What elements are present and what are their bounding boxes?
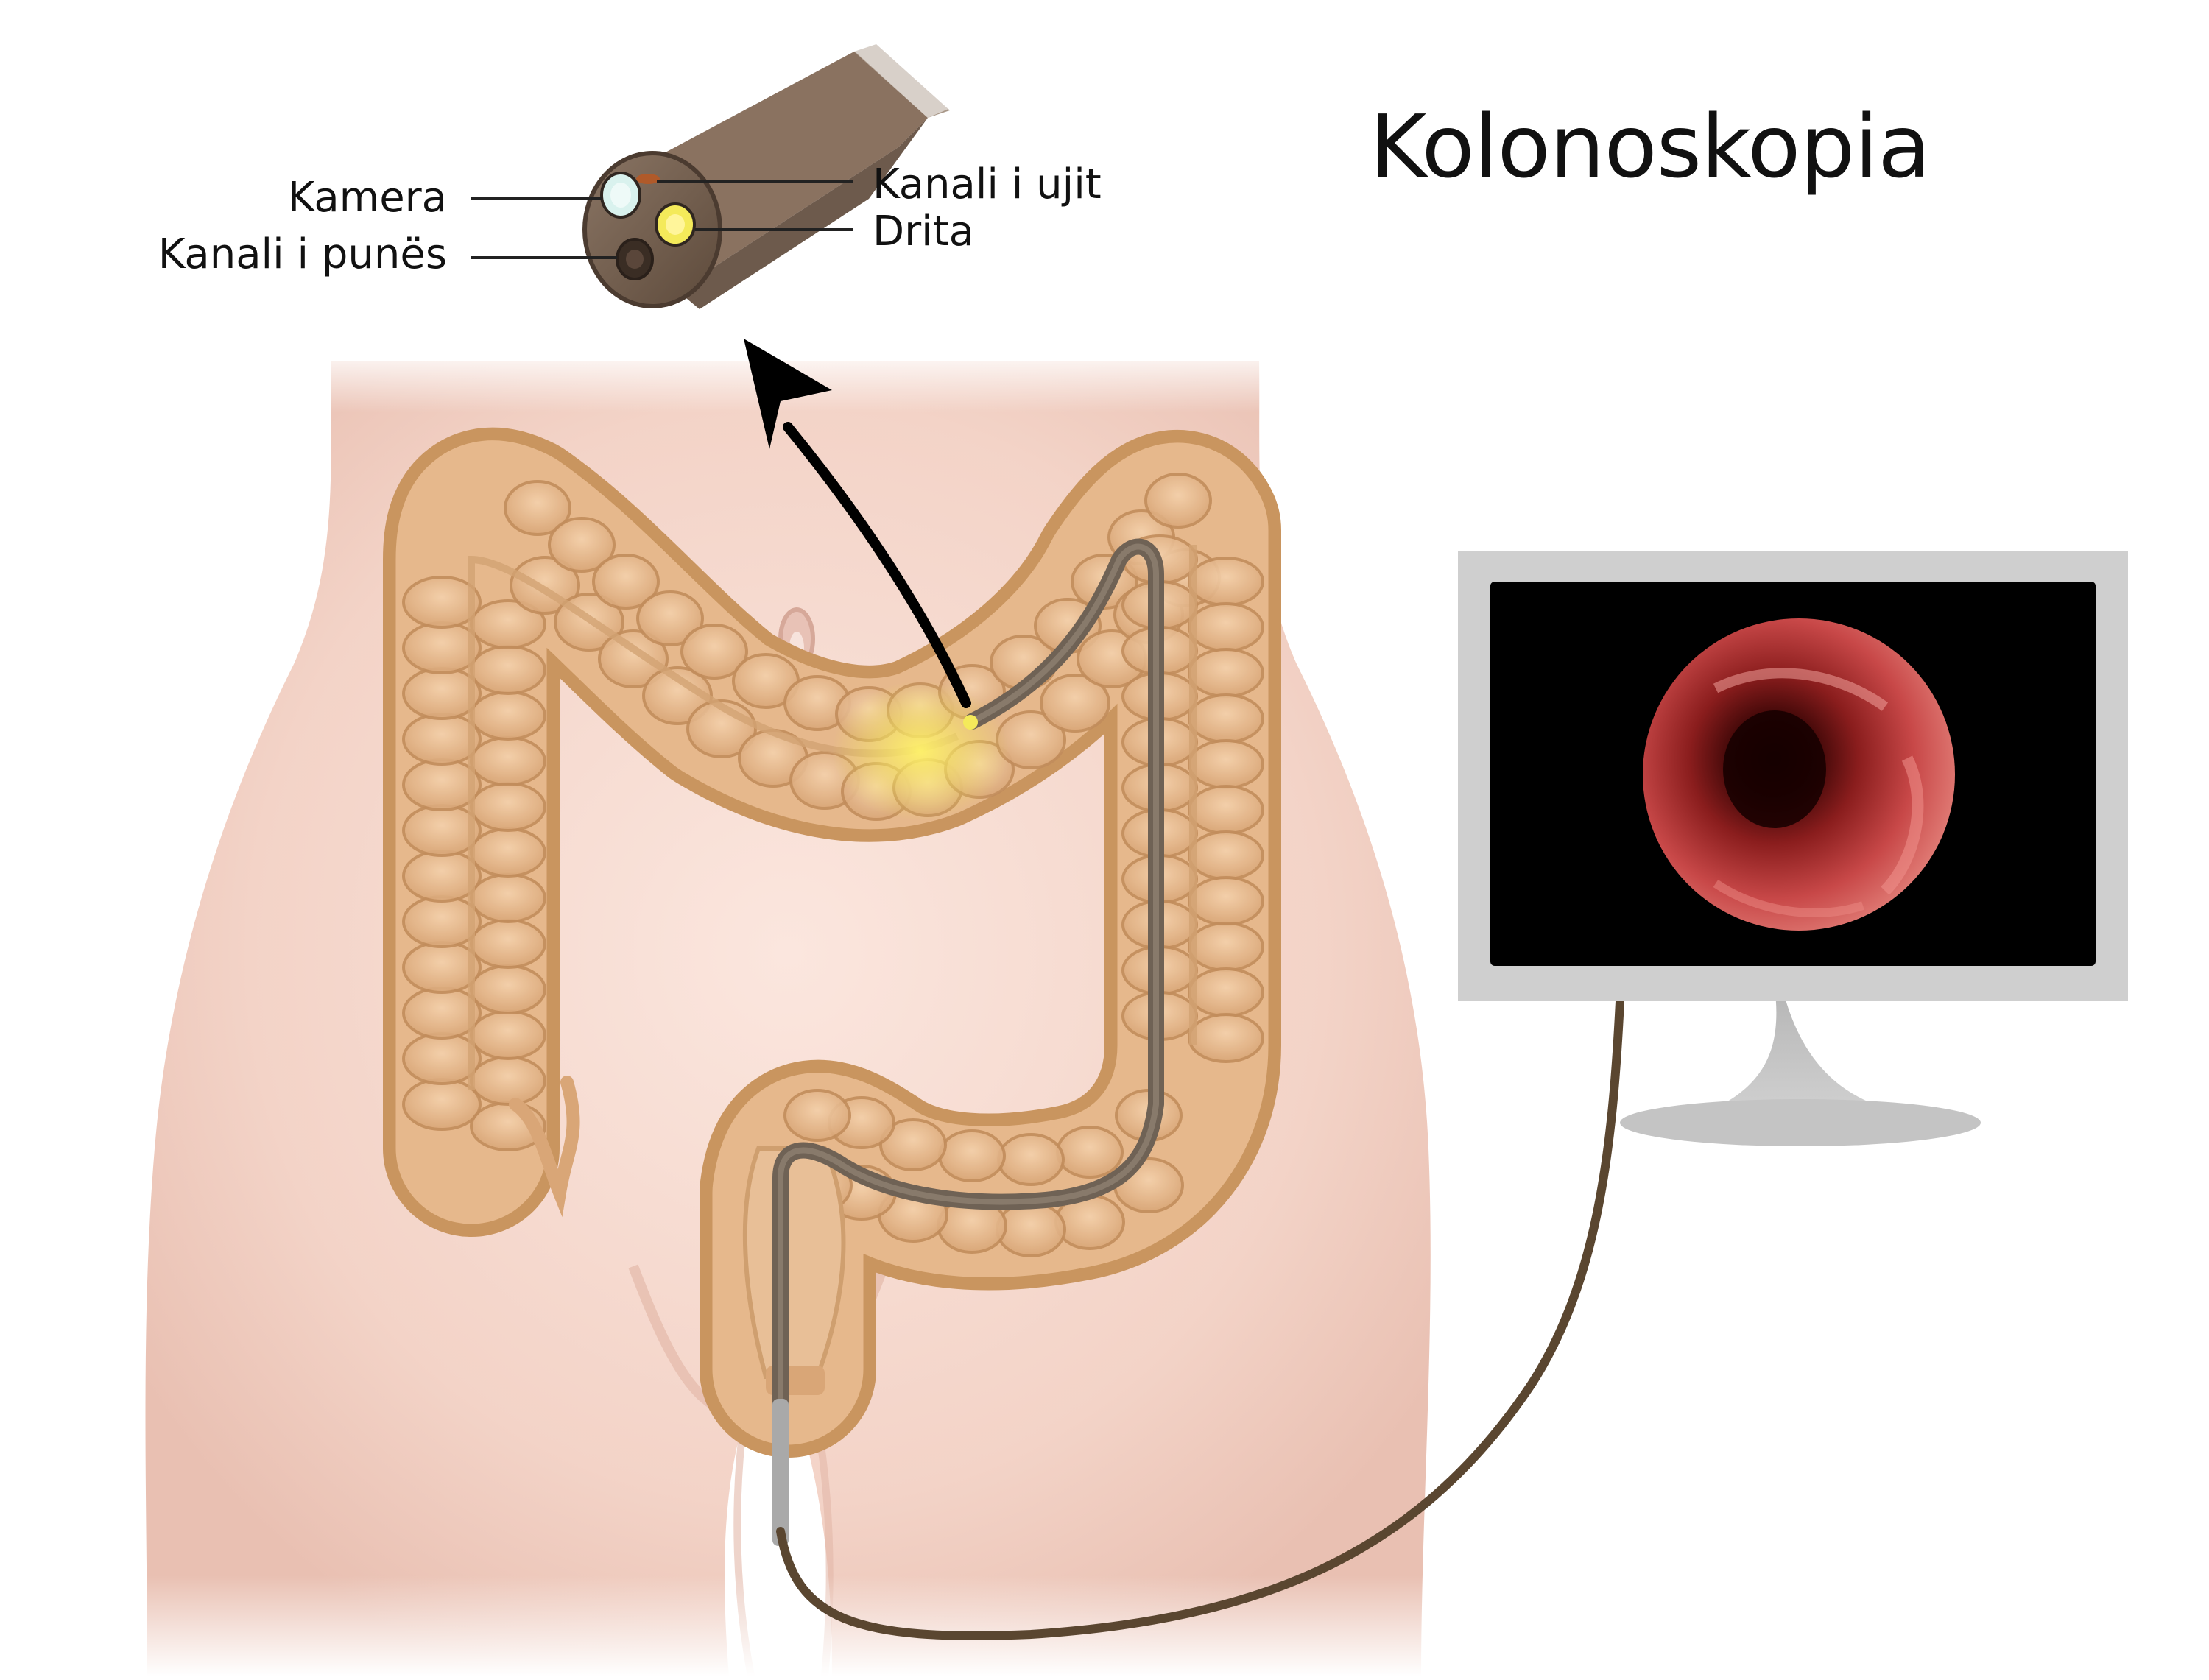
haustrum-segment bbox=[470, 1056, 546, 1106]
haustrum-segment bbox=[1188, 739, 1264, 789]
haustrum-segment bbox=[470, 827, 546, 878]
haustrum-segment bbox=[879, 1118, 947, 1171]
haustrum-segment bbox=[470, 691, 546, 741]
haustrum-segment bbox=[470, 964, 546, 1014]
haustrum-segment bbox=[592, 554, 660, 610]
haustrum-segment bbox=[1188, 785, 1264, 835]
haustrum-segment bbox=[402, 576, 482, 629]
haustrum-segment bbox=[1188, 1013, 1264, 1063]
haustrum-segment bbox=[642, 666, 713, 725]
label-light: Drita bbox=[873, 208, 974, 255]
haustrum-segment bbox=[1144, 473, 1212, 529]
endoscope-tip bbox=[471, 15, 979, 309]
haustrum-segment bbox=[1188, 693, 1264, 744]
monitor-cable bbox=[776, 997, 1624, 1640]
haustrum-segment bbox=[470, 736, 546, 786]
haustrum-segment bbox=[1056, 1126, 1124, 1179]
haustrum-segment bbox=[548, 517, 616, 573]
label-water-channel: Kanali i ujit bbox=[873, 160, 1102, 208]
haustrum-segment bbox=[470, 873, 546, 923]
haustrum-segment bbox=[598, 629, 669, 688]
haustrum-segment bbox=[470, 1010, 546, 1060]
haustrum-segment bbox=[636, 590, 704, 646]
label-working-channel: Kanali i punës bbox=[158, 230, 447, 278]
haustrum-segment bbox=[997, 1133, 1065, 1186]
haustrum-segment bbox=[1188, 876, 1264, 926]
haustrum-segment bbox=[1188, 830, 1264, 880]
haustrum-segment bbox=[1188, 967, 1264, 1017]
page-title: Kolonoskopia bbox=[1370, 96, 1931, 197]
haustrum-segment bbox=[1188, 922, 1264, 972]
haustrum-segment bbox=[504, 480, 571, 536]
monitor-neck bbox=[1716, 987, 1885, 1108]
label-camera: Kamera bbox=[287, 174, 447, 222]
haustrum-segment bbox=[1040, 674, 1110, 733]
endoscope-tube bbox=[772, 538, 1164, 1546]
haustrum-segment bbox=[680, 624, 748, 680]
light-glow bbox=[832, 681, 1009, 821]
monitor-base bbox=[1620, 1099, 1981, 1146]
haustrum-segment bbox=[996, 1201, 1066, 1257]
haustrum-segment bbox=[470, 782, 546, 832]
haustrum-segment bbox=[470, 919, 546, 969]
haustrum-segment bbox=[783, 1089, 851, 1142]
zoom-arrow bbox=[744, 339, 971, 708]
haustrum-segment bbox=[1188, 557, 1264, 607]
monitor bbox=[1458, 551, 2128, 1146]
haustrum-segment bbox=[470, 645, 546, 695]
water-channel-icon bbox=[636, 174, 660, 184]
haustrum-segment bbox=[1188, 648, 1264, 698]
haustrum-segment bbox=[938, 1129, 1006, 1182]
haustrum-segment bbox=[1188, 602, 1264, 652]
